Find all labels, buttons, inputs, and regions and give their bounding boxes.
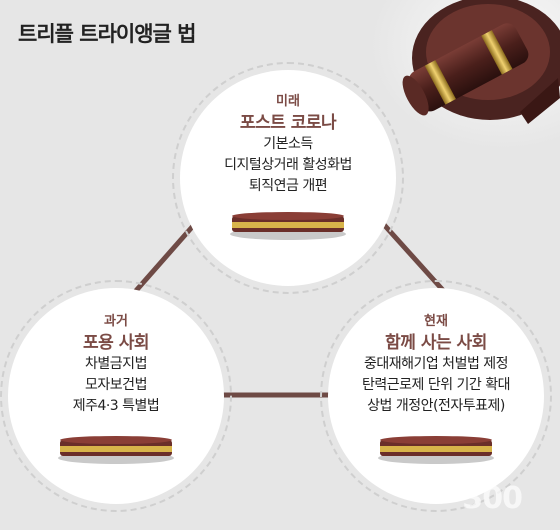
watermark-prefix: the	[439, 481, 461, 496]
watermark-logo: the300	[439, 481, 523, 516]
node-future-heading: 포스트 코로나	[239, 113, 337, 133]
node-present: 현재 함께 사는 사회 중대재해기업 처벌법 제정 탄력근로제 단위 기간 확대…	[320, 280, 552, 512]
node-present-heading: 함께 사는 사회	[385, 333, 487, 353]
node-past-heading: 포용 사회	[83, 333, 149, 353]
list-item: 모자보건법	[85, 377, 147, 393]
watermark-main: 300	[462, 481, 523, 516]
list-item: 탄력근로제 단위 기간 확대	[361, 377, 511, 393]
list-item: 중대재해기업 처벌법 제정	[363, 356, 509, 372]
list-item: 기본소득	[263, 136, 313, 152]
list-item: 디지털상거래 활성화법	[224, 157, 352, 173]
node-present-items: 중대재해기업 처벌법 제정 탄력근로제 단위 기간 확대 상법 개정안(전자투표…	[318, 354, 554, 417]
node-past: 과거 포용 사회 차별금지법 모자보건법 제주4·3 특별법	[0, 280, 232, 512]
gavel-block-icon	[58, 436, 174, 464]
node-present-era: 현재	[424, 314, 448, 329]
list-item: 퇴직연금 개편	[248, 178, 328, 194]
gavel-block-icon	[378, 436, 494, 464]
gavel-block-icon	[230, 212, 346, 240]
node-past-items: 차별금지법 모자보건법 제주4·3 특별법	[0, 354, 234, 417]
gavel-icon	[370, 0, 560, 150]
list-item: 제주4·3 특별법	[72, 398, 160, 414]
node-future-era: 미래	[276, 94, 300, 109]
node-future: 미래 포스트 코로나 기본소득 디지털상거래 활성화법 퇴직연금 개편	[172, 62, 404, 294]
list-item: 차별금지법	[85, 356, 147, 372]
page-title: 트리플 트라이앵글 법	[18, 22, 197, 46]
node-past-era: 과거	[104, 314, 128, 329]
node-future-items: 기본소득 디지털상거래 활성화법 퇴직연금 개편	[170, 134, 406, 197]
list-item: 상법 개정안(전자투표제)	[367, 398, 505, 414]
